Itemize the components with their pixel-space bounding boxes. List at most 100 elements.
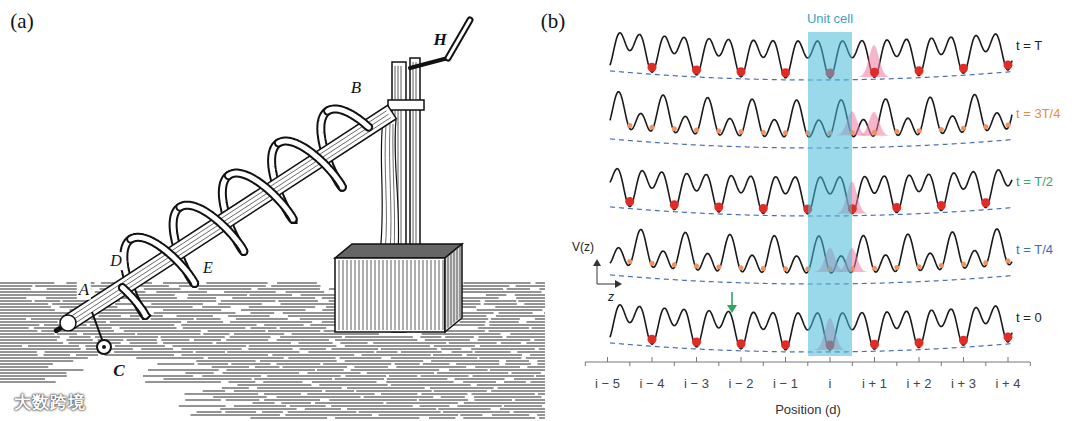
atom-dot [892,203,901,212]
axis-label: V(z) [572,241,594,254]
atom-dot [894,129,899,134]
tick-label: i + 4 [996,377,1021,391]
atom-dot [917,128,922,133]
wheel-hub [102,345,106,349]
atom-dot [648,335,657,344]
atom-dot [694,128,699,133]
ground-hatching [0,283,545,418]
atom-dot [739,129,744,134]
band-heading: Unit cell [807,12,853,26]
archimedes-screw-engraving [0,20,545,418]
flight-face [122,288,145,316]
atom-dot [648,63,657,72]
atom-dot [939,263,944,268]
wheel [97,340,111,354]
atom-dot [961,262,966,267]
screw-flight-front [122,109,368,316]
trough-top [335,244,462,258]
flight-face [131,237,195,283]
part-letter: A [77,281,91,300]
atom-dot [716,265,721,270]
tick-label: i − 4 [640,377,665,391]
flight-outline [122,288,145,316]
panel-label: (b) [541,10,566,33]
axis-arrowhead [593,259,601,266]
atom-dot [692,338,701,347]
flight-outline [131,237,195,283]
atom-dot [1004,60,1013,69]
atom-dot [737,339,746,348]
atom-dot [783,266,788,271]
flight-outline [328,109,369,127]
crank-handle-light [448,20,470,58]
lattice-pump-plot [585,33,1030,366]
wave-packet [858,112,890,136]
water-stream [380,120,399,254]
crank-handle [448,20,470,58]
part-letter: D [108,252,124,270]
atom-dot [1006,122,1011,127]
tick-label: i − 3 [684,377,709,391]
atom-dot [714,203,723,212]
atom-dot [716,129,721,134]
atom-dot [1004,332,1013,341]
time-label: t = T [1016,39,1042,53]
axis-label: z [608,291,614,304]
green-arrow [731,292,733,306]
trough-front [335,258,445,332]
atom-dot [872,130,877,135]
wave-packet [858,45,890,77]
atom-dot [1006,258,1011,263]
flight-face [278,141,342,187]
time-label: t = T/4 [1016,243,1053,257]
atom-dot [781,68,790,77]
part-letter: E [201,259,215,277]
atom-dot [983,124,988,129]
flight-face [328,109,369,127]
atom-dot [627,123,632,128]
axes-glyph [597,264,617,284]
atom-dot [870,340,879,349]
trough-hatching [339,246,460,330]
atom-dot [650,125,655,130]
panel-label: (a) [10,10,33,33]
crank-arm [410,58,448,68]
atom-dot [737,67,746,76]
flight-outline [180,205,244,251]
atom-dot [939,127,944,132]
atom-dot [672,126,677,131]
tick-label: i − 5 [595,377,620,391]
atom-dot [894,265,899,270]
atom-dot [650,261,655,266]
part-letter: H [431,31,448,50]
atom-dot [672,262,677,267]
atom-dot [692,66,701,75]
atom-dot [781,340,790,349]
tick-label: i + 2 [907,377,932,391]
atom-dot [625,197,634,206]
time-label: t = 3T/4 [1016,107,1060,121]
water-trough [335,244,462,332]
atom-dot [959,64,968,73]
atom-dot [739,265,744,270]
tick-label: i − 1 [773,377,798,391]
atom-dot [915,338,924,347]
tick-label: i − 2 [729,377,754,391]
time-label: t = 0 [1016,311,1042,325]
atom-dot [670,200,679,209]
shaft-end-cap [60,315,76,331]
atom-dot [981,198,990,207]
atom-dot [694,264,699,269]
water-lines [385,124,395,252]
atom-dot [759,204,768,213]
axis-title: Position (d) [775,403,841,417]
trough-side [445,244,462,332]
part-letter: C [111,362,126,381]
axis-ticks [585,357,1030,366]
atom-dot [872,266,877,271]
atom-dot [959,336,968,345]
shaft-shading [69,111,391,324]
tick-label: i + 1 [862,377,887,391]
